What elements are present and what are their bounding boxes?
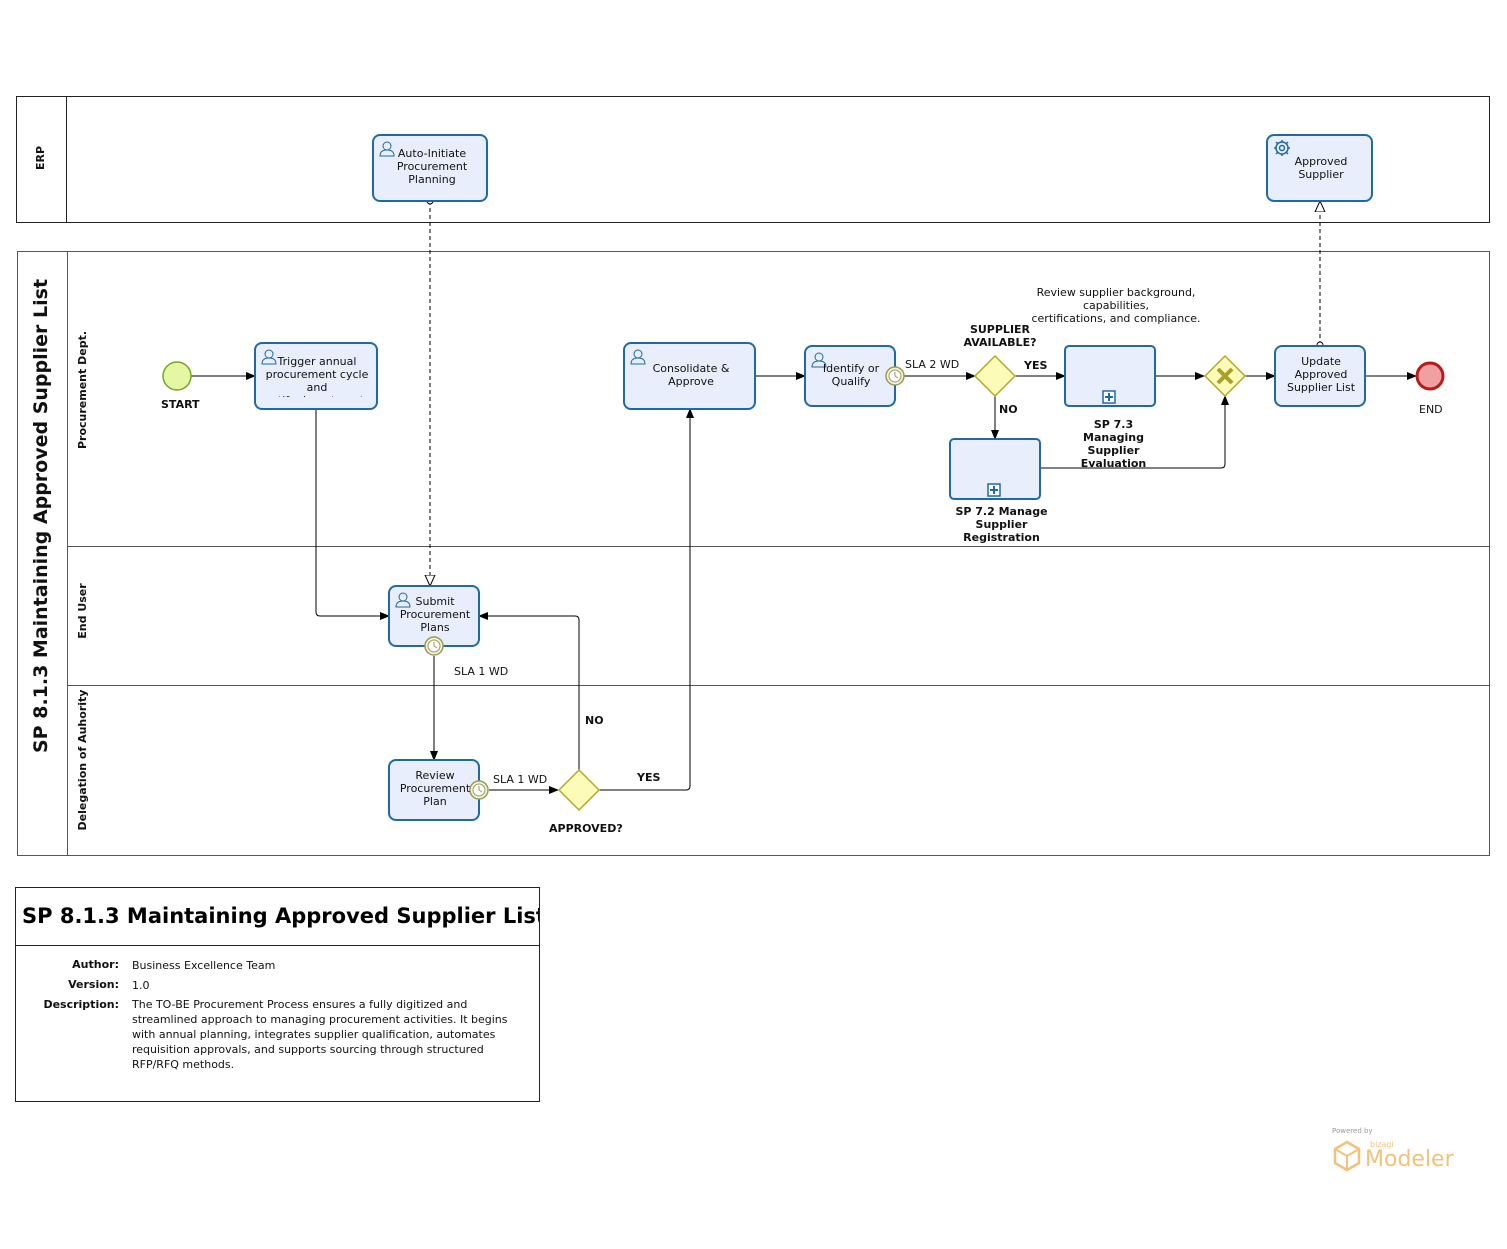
task-update [1274, 345, 1366, 407]
timer-icon [424, 636, 444, 656]
task-submit-label: Submit Procurement Plans [399, 595, 471, 634]
tasks [254, 134, 1373, 821]
diagram-info-box: SP 8.1.3 Maintaining Approved Supplier L… [15, 887, 540, 1102]
gateway-supplier-available [973, 354, 1017, 398]
info-description: The TO-BE Procurement Process ensures a … [132, 998, 508, 1071]
info-version-label: Version: [68, 978, 119, 991]
exclusive-x-icon [1216, 367, 1234, 385]
lane-delegation-label: Delegation of Auhority [76, 689, 89, 831]
task-auto-initiate [372, 134, 488, 202]
timer-icon [885, 366, 905, 386]
timer-icon [469, 780, 489, 800]
events [162, 361, 1445, 391]
watermark-brand: bizagi [1370, 1140, 1394, 1149]
task-review-label: Review Procurement Plan [399, 769, 471, 808]
lane-procurement-label: Procurement Dept. [76, 330, 89, 450]
timer-events [424, 366, 905, 800]
info-author: Business Excellence Team [132, 959, 276, 972]
gateway-approved [557, 768, 601, 812]
task-auto-initiate-label: Auto-Initiate Procurement Planning [396, 147, 468, 186]
task-consolidate [623, 342, 756, 410]
watermark-powered-label: Powered by [1332, 1127, 1373, 1135]
subprocess-sp73 [1064, 345, 1156, 407]
info-description-label: Description: [43, 998, 119, 1011]
message-flows [430, 201, 1320, 585]
user-icon [395, 592, 411, 608]
start-event [162, 361, 192, 391]
gateway-supplier-available-label: SUPPLIER AVAILABLE? [963, 323, 1037, 349]
task-approved-db [1266, 134, 1373, 202]
flow-label-no-approved: NO [585, 714, 604, 727]
subprocess-sp73-label: SP 7.3 Managing Supplier Evaluation [1080, 418, 1147, 470]
end-event [1415, 361, 1445, 391]
flow-label-sla-1wd-review: SLA 1 WD [493, 773, 548, 786]
flow-label-yes-supplier: YES [1024, 359, 1048, 372]
end-event-label: END [1419, 403, 1443, 416]
flow-trigger-submit [315, 409, 390, 620]
bizagi-watermark: Powered by bizagi Modeler [1332, 1127, 1457, 1177]
start-event-label: START [161, 398, 200, 411]
flow-sp72-merge [1040, 395, 1229, 469]
main-pool [17, 251, 1490, 856]
task-approved-db-label: Approved Supplier Database [1294, 155, 1348, 183]
task-update-label: Update Approved Supplier List [1286, 355, 1356, 394]
flow-label-yes-approved: YES [637, 771, 661, 784]
sequence-flows [191, 372, 1417, 794]
flow-approved-no [478, 612, 580, 770]
info-version: 1.0 [132, 979, 150, 992]
user-icon [379, 141, 395, 157]
pool-title: SP 8.1.3 Maintaining Approved Supplier L… [30, 278, 52, 753]
gear-icon [1274, 140, 1290, 156]
subprocess-sp72 [949, 438, 1041, 500]
user-task-icons [261, 141, 827, 608]
user-icon [261, 349, 277, 365]
user-icon [811, 352, 827, 368]
info-title: SP 8.1.3 Maintaining Approved Supplier L… [16, 888, 539, 946]
annotation-text: Review supplier background, capabilities… [1031, 286, 1201, 325]
task-trigger-label: Trigger annual procurement cycle and not… [264, 355, 370, 397]
user-icon [630, 349, 646, 365]
erp-pool [16, 96, 1490, 223]
task-identify-label: Identify or Qualify Supplier [822, 362, 880, 390]
subprocess-sp72-label: SP 7.2 Manage Supplier Registration [955, 505, 1048, 544]
bizagi-logo-icon [1333, 1140, 1361, 1172]
flow-label-no-supplier: NO [999, 403, 1018, 416]
watermark-product: Modeler [1365, 1147, 1454, 1172]
subprocess-markers [987, 390, 1116, 497]
gateway-approved-label: APPROVED? [549, 822, 623, 835]
lane-erp-label: ERP [34, 145, 47, 171]
info-author-label: Author: [72, 958, 119, 971]
lane-end-user-label: End User [76, 583, 89, 639]
gateways [557, 354, 1247, 812]
task-trigger [254, 342, 378, 410]
task-consolidate-label: Consolidate & Approve Procurement Plan [642, 362, 739, 390]
flow-approved-yes [599, 408, 694, 791]
flow-label-sla-1wd-submit: SLA 1 WD [454, 665, 509, 678]
flow-label-sla-2wd: SLA 2 WD [905, 358, 960, 371]
